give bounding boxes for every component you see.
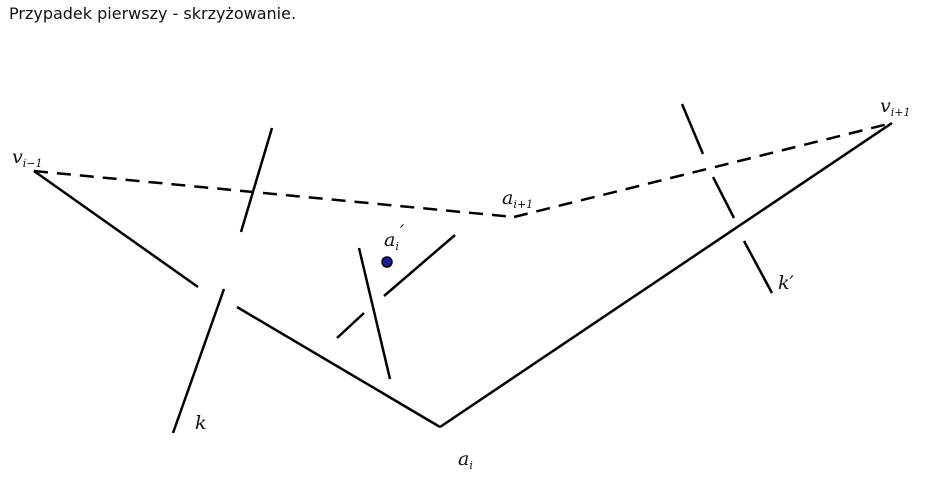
dashed-edge-left — [33, 169, 515, 219]
edge-ai-to-vnext — [439, 121, 893, 429]
inner-diag-lower — [336, 312, 365, 339]
edge-vprev-to-k — [33, 169, 199, 289]
label-a-prime: ai′ — [384, 221, 405, 253]
dashed-edges — [33, 121, 893, 219]
label-v-next: vi+1 — [880, 95, 910, 119]
label-k-prime: k′ — [778, 272, 795, 294]
label-v-prev: vi−1 — [12, 146, 42, 170]
solid-edges — [33, 121, 893, 429]
label-k: k — [195, 412, 207, 434]
line-k-prime-seg-3 — [742, 240, 774, 294]
line-k-lower — [171, 288, 226, 434]
line-k-prime — [680, 103, 774, 294]
label-a-next: ai+1 — [502, 187, 533, 211]
inner-crossing — [336, 234, 456, 380]
diagram-title: Przypadek pierwszy - skrzyżowanie. — [9, 4, 297, 23]
line-k-prime-seg-1 — [680, 103, 705, 155]
point-a-prime — [381, 256, 393, 268]
line-k-upper — [239, 127, 274, 233]
line-k-prime-seg-2 — [711, 176, 736, 219]
line-k — [171, 127, 274, 434]
edge-k-to-ai — [236, 305, 441, 429]
inner-steep-line — [357, 247, 392, 380]
dashed-edge-right — [513, 121, 893, 219]
inner-diag-upper — [383, 234, 456, 297]
label-a-i: ai — [458, 448, 473, 472]
